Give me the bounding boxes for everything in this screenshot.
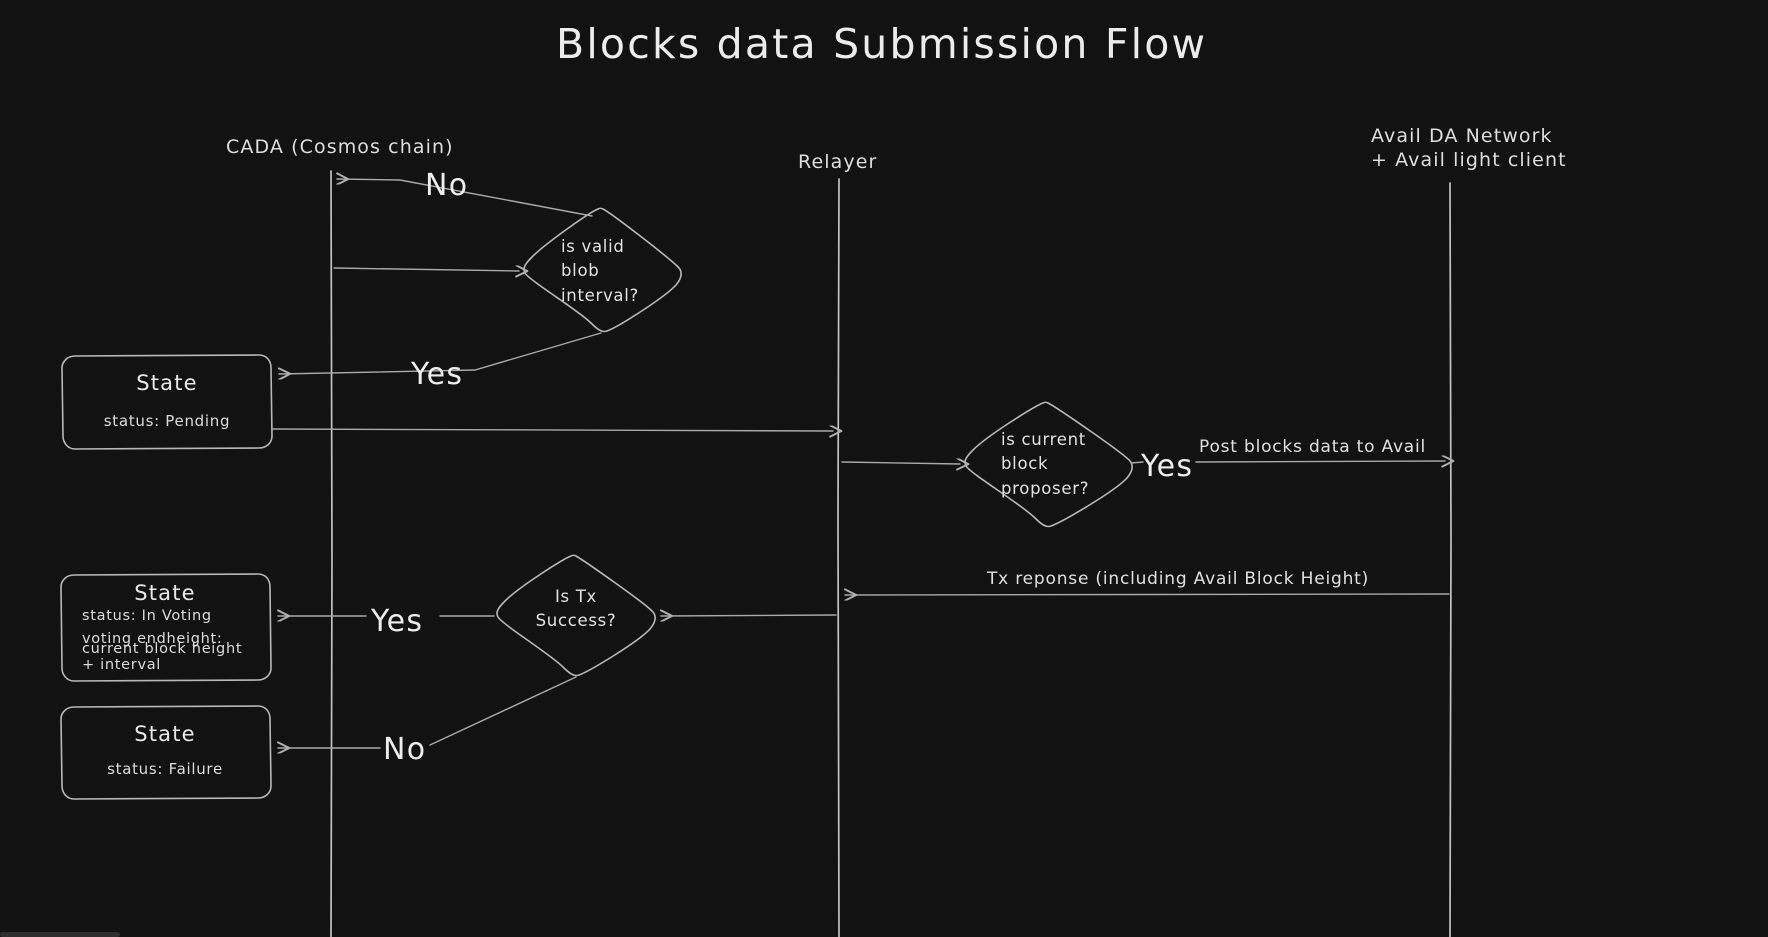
decision-proposer-line2: block (1001, 454, 1049, 473)
edge-label-blob-yes: Yes (411, 357, 464, 392)
state-voting-endheight-value: current block height (82, 641, 243, 657)
state-pending-title: State (136, 371, 198, 395)
lane-line-cada (330, 170, 333, 937)
edge-proposer-yes-stub (1130, 461, 1144, 464)
edge-label-post-blocks: Post blocks data to Avail (1199, 437, 1427, 457)
decision-proposer-shape (964, 401, 1133, 528)
page-title: Blocks data Submission Flow (556, 20, 1208, 68)
state-pending-shape (61, 354, 273, 450)
lane-label-relayer: Relayer (798, 151, 878, 173)
edge-cada-to-blob (333, 268, 519, 271)
state-failure-shape (60, 705, 272, 800)
edge-relayer-to-proposer (841, 462, 960, 464)
lane-label-avail-line2: + Avail light client (1371, 149, 1567, 171)
edge-label-blob-no: No (425, 168, 469, 203)
edge-relayer-to-tx (661, 615, 837, 616)
state-voting-endheight-label: voting endheight: (82, 631, 223, 647)
decision-blob-line1: is valid (561, 237, 625, 256)
edge-blob-no (337, 179, 593, 217)
state-voting-title: State (134, 581, 196, 605)
edge-label-tx-yes: Yes (371, 604, 424, 639)
state-voting-endheight-extra: + interval (82, 657, 162, 673)
decision-blob-line2: blob (561, 261, 600, 280)
edge-label-tx-response: Tx reponse (including Avail Block Height… (987, 569, 1370, 589)
decision-blob-line3: interval? (561, 286, 639, 305)
decision-proposer-line1: is current (1001, 430, 1086, 449)
decision-tx-line2: Success? (535, 611, 617, 630)
state-pending-status: status: Pending (103, 412, 231, 430)
edge-blob-yes (279, 332, 602, 374)
state-failure-title: State (134, 722, 196, 746)
lane-label-avail-line1: Avail DA Network (1371, 125, 1553, 147)
lane-line-avail (1449, 182, 1452, 937)
decision-blob-shape (523, 207, 682, 333)
edge-pending-to-relayer (271, 429, 833, 431)
state-voting-status: status: In Voting (82, 608, 212, 624)
state-voting-shape (60, 573, 272, 682)
lane-label-cada: CADA (Cosmos chain) (226, 136, 454, 158)
edge-label-proposer-yes: Yes (1141, 449, 1194, 484)
edge-label-tx-no: No (383, 732, 427, 767)
edge-tx-no (278, 676, 577, 748)
decision-proposer-line3: proposer? (1001, 479, 1090, 498)
decision-tx-shape (496, 554, 656, 677)
lane-line-relayer (837, 178, 840, 937)
edge-tx-response (845, 594, 1450, 595)
decision-tx-line1: Is Tx (554, 587, 598, 606)
scroll-indicator[interactable] (0, 932, 120, 937)
edge-post-blocks (1195, 461, 1445, 462)
state-failure-status: status: Failure (107, 760, 223, 778)
